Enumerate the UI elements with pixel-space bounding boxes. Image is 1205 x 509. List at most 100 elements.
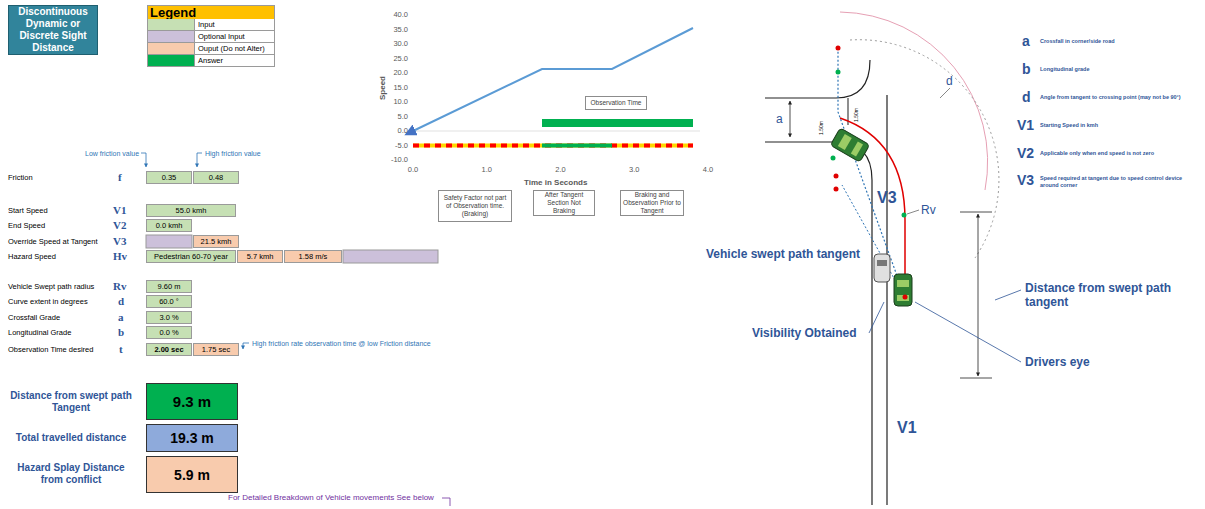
legend-text: Optional Input (198, 31, 245, 42)
chart-callout: After Tangent Section Not Braking (533, 190, 595, 216)
field-label: Hazard Speed (8, 250, 56, 263)
field-label: Crossfall Grade (8, 311, 60, 324)
speed-chart (413, 144, 693, 148)
node-text: 60.0 ° (159, 296, 179, 307)
legend-swatch (148, 55, 195, 66)
key-text: Speed required at tangent due to speed c… (1040, 175, 1200, 189)
key-symbol: a (1022, 33, 1030, 49)
output-cell: 5.7 kmh (237, 250, 283, 263)
dimension-text: 1.50m (818, 121, 824, 135)
field-label: Override Speed at Tangent (8, 235, 98, 248)
speed-chart (413, 131, 700, 132)
vehicle (830, 128, 912, 306)
field-label: Friction (8, 171, 33, 184)
node-text: 5.9 m (174, 467, 210, 483)
axis-tick: 2.0 (546, 165, 576, 175)
node-text: 0.0 kmh (156, 220, 183, 231)
chart-callout: Braking and Observation Prior to Tangent (620, 190, 684, 216)
curve-arc (840, 12, 999, 258)
road-plan (765, 142, 872, 505)
marker-dot (902, 213, 907, 218)
figure-label: Drivers eye (1025, 355, 1090, 369)
input-cell: 2.00 sec (146, 343, 192, 356)
node-text: 0.48 (209, 172, 224, 183)
result-box: 5.9 m (146, 456, 238, 493)
result-label: Hazard Splay Distance from conflict (5, 462, 137, 486)
symbol-label: d (118, 293, 124, 309)
symbol-label: Rv (113, 278, 126, 294)
key-symbol: V2 (1017, 145, 1034, 161)
curve-arc (940, 88, 950, 98)
legend-swatch (148, 19, 195, 30)
figure-label: a (776, 112, 783, 126)
dimension-line (960, 212, 992, 378)
speed-label: V3 (877, 188, 897, 208)
vehicle (897, 295, 909, 301)
title-box: Discontinuous Dynamic or Discrete Sight … (8, 5, 98, 55)
axis-tick: 4.0 (693, 165, 723, 175)
output-cell: 21.5 kmh (193, 235, 239, 248)
node-text: 21.5 kmh (201, 236, 232, 247)
vehicle (851, 141, 863, 156)
output-cell: 1.58 m/s (284, 250, 342, 263)
input-cell: 3.0 % (146, 311, 192, 324)
figure-label: Distance from swept path tangent (1025, 281, 1175, 309)
optional-input-cell (146, 235, 438, 263)
marker-dot (903, 295, 908, 300)
node-text: 2.00 sec (154, 344, 183, 355)
note-arrow (197, 153, 202, 167)
key-symbol: V1 (1017, 117, 1034, 133)
answer-box: 9.3 m (146, 383, 238, 420)
legend-text: Input (198, 19, 215, 30)
road-plan (765, 60, 887, 505)
key-text: Applicable only when end speed is not ze… (1040, 150, 1200, 157)
leader-line (915, 302, 1021, 362)
speed-label: V1 (897, 418, 917, 438)
symbol-label: V2 (113, 217, 126, 233)
input-cell: 9.60 m (146, 280, 192, 293)
key-symbol: d (1022, 89, 1031, 105)
optional-input-cell (343, 250, 438, 263)
note-arrow (141, 153, 450, 506)
result-label: Distance from swept path Tangent (5, 390, 137, 414)
axis-tick: 0.0 (398, 165, 428, 175)
figure-label: Visibility Obtained (752, 326, 856, 340)
vehicle (874, 254, 890, 282)
legend-swatch (148, 43, 195, 54)
legend-header: Legend (147, 5, 275, 20)
axis-title: Time in Seconds (524, 178, 587, 188)
dimension-line (960, 212, 992, 378)
legend-row: Ouput (Do not Alter) (147, 43, 275, 55)
note-text: Low friction value (85, 149, 139, 158)
node-text: Braking and Observation Prior to Tangent (623, 191, 681, 215)
symbol-label: f (118, 169, 122, 185)
input-cell: 0.35 (146, 171, 192, 184)
key-symbol: b (1022, 61, 1031, 77)
marker-dot (836, 46, 841, 51)
key-text: Crossfall in corner/side road (1040, 38, 1200, 45)
key-symbol: V3 (1017, 172, 1034, 188)
leader-line (869, 302, 884, 333)
figure-label: Vehicle swept path tangent (706, 247, 860, 261)
axis-title: Speed (378, 76, 388, 100)
vehicle (874, 254, 890, 282)
leader-line (869, 290, 1021, 362)
speed-chart (542, 144, 612, 148)
node-text: 55.0 kmh (176, 205, 207, 216)
input-cell: 60.0 ° (146, 295, 192, 308)
swept-path (838, 48, 919, 300)
node-text: 0.35 (162, 172, 177, 183)
node-text: Pedestrian 60-70 year (154, 251, 228, 262)
result-box: 19.3 m (146, 424, 238, 452)
input-cell: 0.48 (193, 171, 239, 184)
marker-dot (834, 187, 839, 192)
axis-tick: -5.0 (374, 141, 408, 151)
legend-text: Answer (198, 55, 223, 66)
legend-row: Answer (147, 55, 275, 67)
input-cell: 55.0 kmh (146, 204, 236, 217)
key-text: Starting Speed in kmh (1040, 122, 1200, 129)
axis-tick: 3.0 (619, 165, 649, 175)
input-cell: 0.0 kmh (146, 219, 192, 232)
note-arrow (141, 153, 146, 167)
symbol-label: Hv (113, 248, 127, 264)
